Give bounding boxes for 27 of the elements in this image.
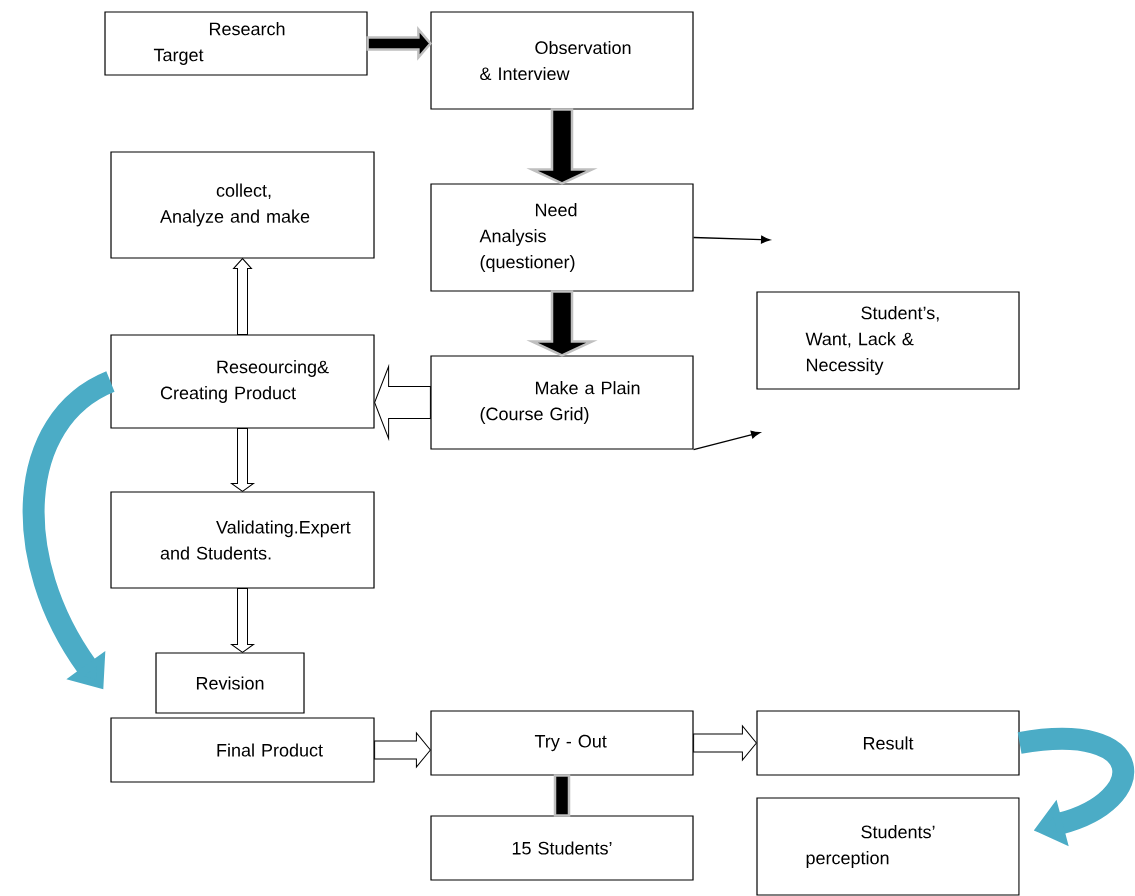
block-arrow (233, 258, 252, 335)
process-box: Observation & Interview (430, 11, 694, 110)
process-box: collect, Analyze and make (110, 151, 375, 259)
process-box: Result (756, 710, 1020, 776)
process-box: 15 Students’ (430, 815, 694, 881)
process-box: Research Target (104, 11, 368, 76)
process-box: Try - Out (430, 710, 694, 776)
block-arrow (526, 290, 598, 357)
block-arrow (231, 428, 254, 492)
arrow (692, 430, 761, 451)
arrow (692, 235, 771, 244)
process-box: Final Product (110, 717, 375, 783)
process-box: Revision (155, 652, 305, 714)
block-arrow (231, 588, 254, 653)
process-box: Validating.Expert and Students. (110, 491, 375, 589)
process-box: Students’ perception (756, 797, 1020, 896)
block-arrow (366, 26, 433, 61)
process-box: Student’s, Want, Lack & Necessity (756, 291, 1020, 390)
process-box: Make a Plain (Course Grid) (430, 355, 694, 450)
block-arrow (374, 366, 431, 439)
process-box: Reseourcing& Creating Product (110, 334, 375, 429)
process-box: Need Analysis (questioner) (430, 183, 694, 292)
block-arrow (526, 108, 598, 185)
curved-arrow (1018, 728, 1134, 847)
block-arrow (693, 725, 757, 761)
block-arrow (553, 774, 571, 817)
block-arrow (374, 732, 431, 768)
